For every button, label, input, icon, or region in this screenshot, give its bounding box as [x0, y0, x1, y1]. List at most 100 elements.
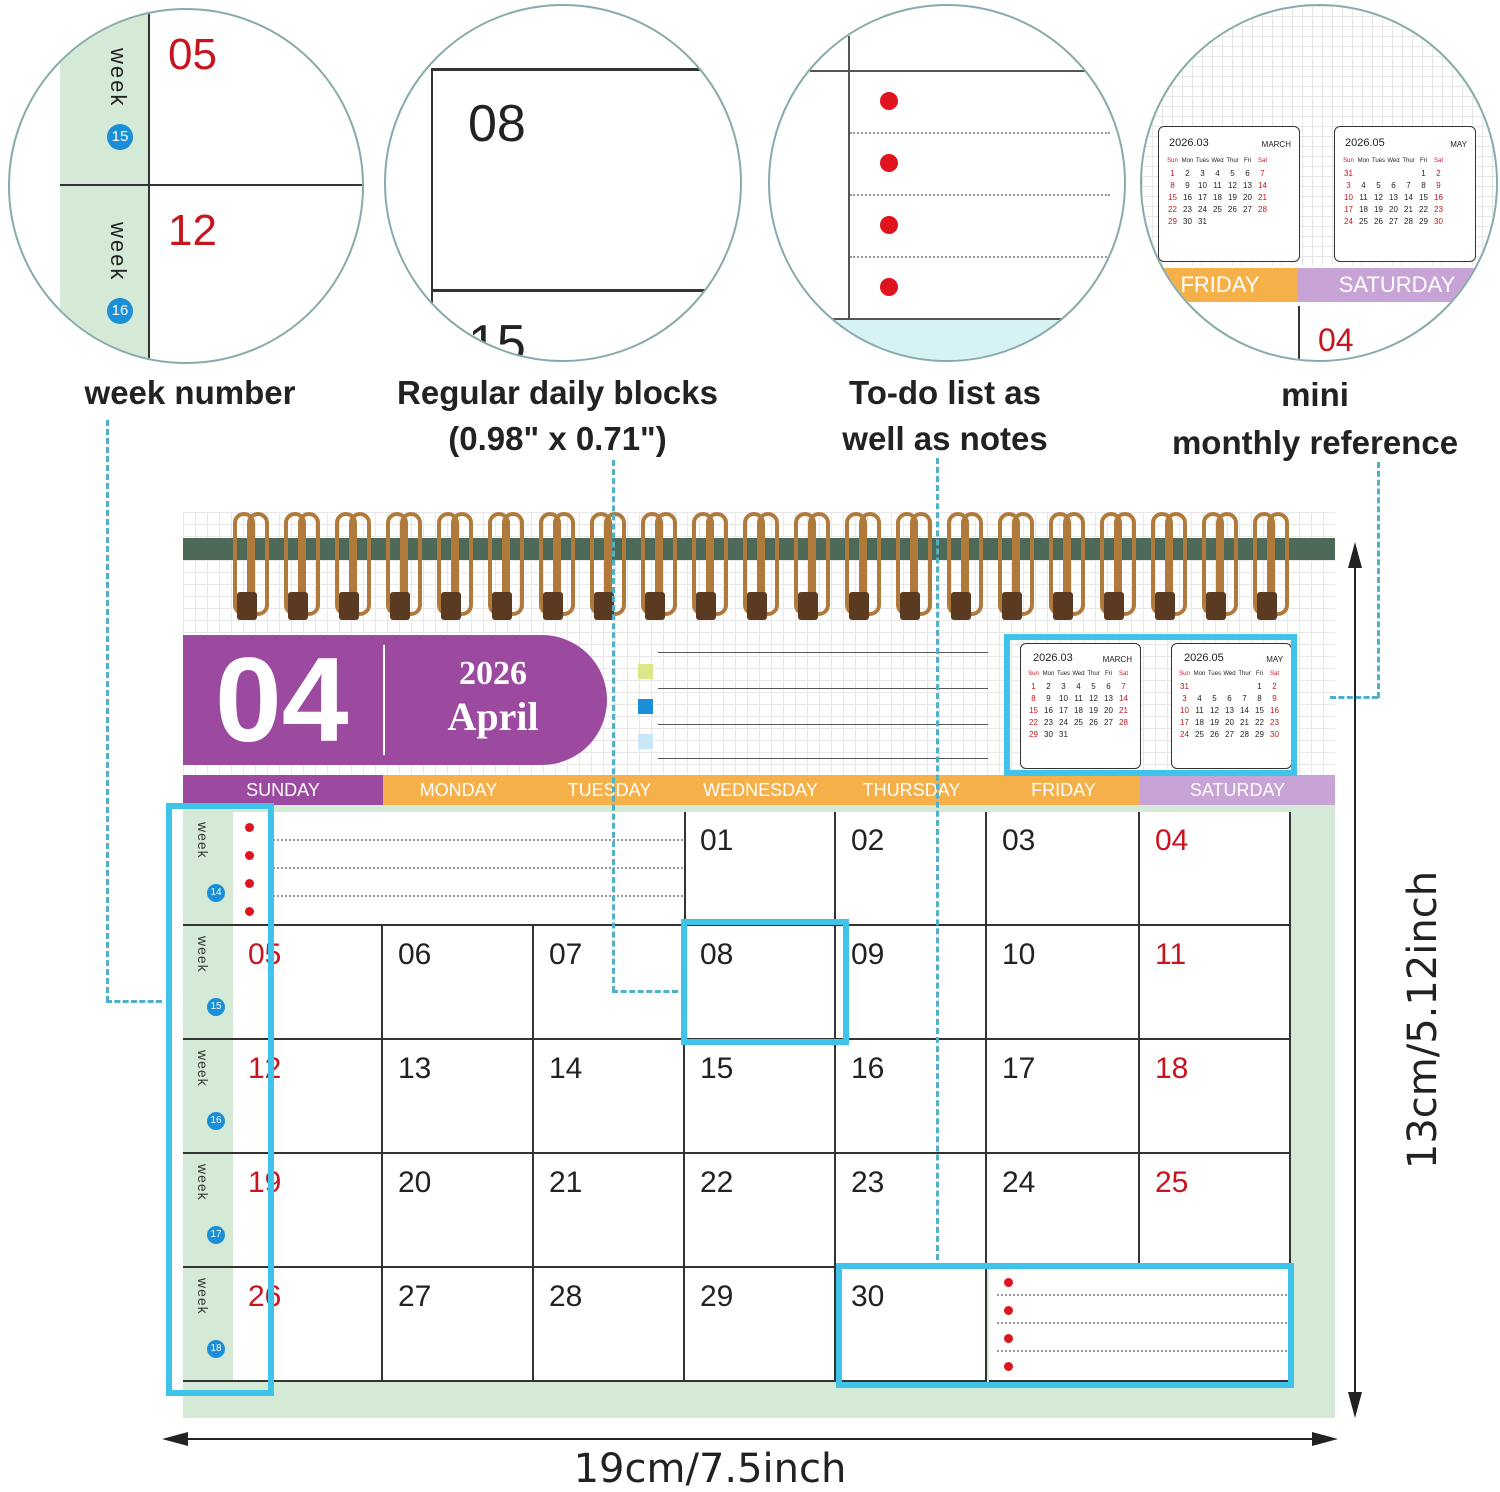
day-cell[interactable]: 04: [1140, 812, 1291, 926]
mini-calendar-cell: 31: [1059, 729, 1068, 739]
mini-calendar-cell: Mon: [1181, 158, 1194, 164]
day-cell[interactable]: 23: [836, 1154, 987, 1268]
day-cell[interactable]: 02: [836, 812, 987, 926]
mini-calendar-cell: 29: [1168, 216, 1177, 226]
ring-hole: [1155, 592, 1175, 620]
ring-hole: [594, 592, 614, 620]
divider-line: [848, 36, 850, 326]
day-cell[interactable]: 25: [1140, 1154, 1291, 1268]
zoom-circle-todo: [768, 4, 1126, 362]
mini-calendar-cell: 30: [1183, 216, 1192, 226]
day-cell[interactable]: 14: [534, 1040, 685, 1154]
mini-calendar-cell: 27: [1225, 729, 1234, 739]
day-cell[interactable]: 13: [383, 1040, 534, 1154]
day-cell[interactable]: 21: [534, 1154, 685, 1268]
mini-calendar-cell: 5: [1091, 681, 1096, 691]
mini-calendar-cell: 17: [1180, 717, 1189, 727]
day-cell[interactable]: 27: [383, 1268, 534, 1382]
day-cell[interactable]: 19: [233, 1154, 383, 1268]
week-label: week: [195, 822, 211, 859]
todo-line: [850, 256, 1110, 258]
mini-calendar-cell: 20: [1225, 717, 1234, 727]
day-cell[interactable]: 18: [1140, 1040, 1291, 1154]
date-number: 12: [168, 206, 217, 255]
date-number: 05: [168, 30, 217, 79]
ring-hole: [1002, 592, 1022, 620]
day-number: 24: [1002, 1166, 1036, 1199]
todo-bullet: [245, 907, 254, 916]
mini-calendar-cell: 23: [1183, 204, 1192, 214]
spiral-ring: [1165, 512, 1187, 616]
day-cell[interactable]: 16: [836, 1040, 987, 1154]
mini-calendar-cell: Thur: [1402, 158, 1415, 164]
day-number: 27: [398, 1280, 432, 1313]
mini-calendar-cell: 26: [1210, 729, 1219, 739]
day-number: 10: [1002, 938, 1036, 971]
mini-calendar-cell: Fri: [1105, 671, 1112, 677]
month-number: 04: [215, 633, 349, 767]
day-cell[interactable]: 03: [987, 812, 1140, 926]
day-cell[interactable]: 09: [836, 926, 987, 1040]
caption-daily-blocks-1: Regular daily blocks: [397, 374, 718, 411]
week-badge: 15: [207, 998, 225, 1016]
height-dimension: 13cm/5.12inch: [1400, 870, 1446, 1170]
highlight-daily-block: [681, 919, 849, 1045]
mini-calendar-head: 2026.05: [1184, 652, 1224, 664]
mini-calendar-cell: 29: [1029, 729, 1038, 739]
mini-calendar-cell: 7: [1121, 681, 1126, 691]
day-cell[interactable]: 07: [534, 926, 685, 1040]
todo-bullet: [245, 879, 254, 888]
divider-line: [60, 184, 362, 186]
mini-calendar-cell: 29: [1255, 729, 1264, 739]
day-number: 21: [549, 1166, 583, 1199]
day-cell[interactable]: 22: [685, 1154, 836, 1268]
todo-line: [850, 194, 1110, 196]
day-cell[interactable]: 12: [233, 1040, 383, 1154]
mini-calendar-cell: 1: [1031, 681, 1036, 691]
day-cell[interactable]: 01: [685, 812, 836, 926]
mini-calendar-cell: 30: [1270, 729, 1279, 739]
day-number: 28: [549, 1280, 583, 1313]
caption-mini-1: mini: [1281, 376, 1349, 413]
day-number: 13: [398, 1052, 432, 1085]
day-cell[interactable]: 30: [836, 1268, 987, 1382]
day-cell[interactable]: 26: [233, 1268, 383, 1382]
mini-calendar-cell: 31: [1344, 168, 1353, 178]
date-number: 15: [468, 315, 526, 362]
day-number: 08: [700, 938, 734, 971]
day-cell[interactable]: 05: [233, 926, 383, 1040]
day-cell[interactable]: 11: [1140, 926, 1291, 1040]
mini-calendar-cell: 21: [1404, 204, 1413, 214]
connector-daily: [612, 460, 615, 992]
day-cell[interactable]: 29: [685, 1268, 836, 1382]
day-cell[interactable]: 06: [383, 926, 534, 1040]
mini-calendar-cell: Tues: [1371, 158, 1386, 164]
mini-calendar-cell: 6: [1227, 693, 1232, 703]
mini-calendar-month: MAY: [1266, 655, 1283, 664]
mini-calendar-cell: 15: [1255, 705, 1264, 715]
day-cell[interactable]: 20: [383, 1154, 534, 1268]
mini-calendar-cell: 26: [1089, 717, 1098, 727]
mini-calendar-cell: 21: [1258, 192, 1267, 202]
ring-hole: [1104, 592, 1124, 620]
spiral-ring: [1216, 512, 1238, 616]
week-label: week: [106, 222, 131, 282]
day-cell[interactable]: 15: [685, 1040, 836, 1154]
ring-hole: [543, 592, 563, 620]
day-cell[interactable]: 24: [987, 1154, 1140, 1268]
weekday-header-wednesday: WEDNESDAY: [685, 775, 836, 805]
ring-hole: [339, 592, 359, 620]
divider-line: [431, 68, 433, 360]
day-cell[interactable]: 28: [534, 1268, 685, 1382]
day-cell[interactable]: 08: [685, 926, 836, 1040]
mini-calendar-cell: 2: [1046, 681, 1051, 691]
mini-calendar-cell: 9: [1272, 693, 1277, 703]
todo-line: [997, 1294, 1287, 1296]
mini-calendar-month: MAY: [1450, 140, 1467, 149]
mini-calendar-cell: 18: [1195, 717, 1204, 727]
day-cell[interactable]: 10: [987, 926, 1140, 1040]
day-cell[interactable]: 17: [987, 1040, 1140, 1154]
mini-calendar-cell: 11: [1074, 693, 1083, 703]
